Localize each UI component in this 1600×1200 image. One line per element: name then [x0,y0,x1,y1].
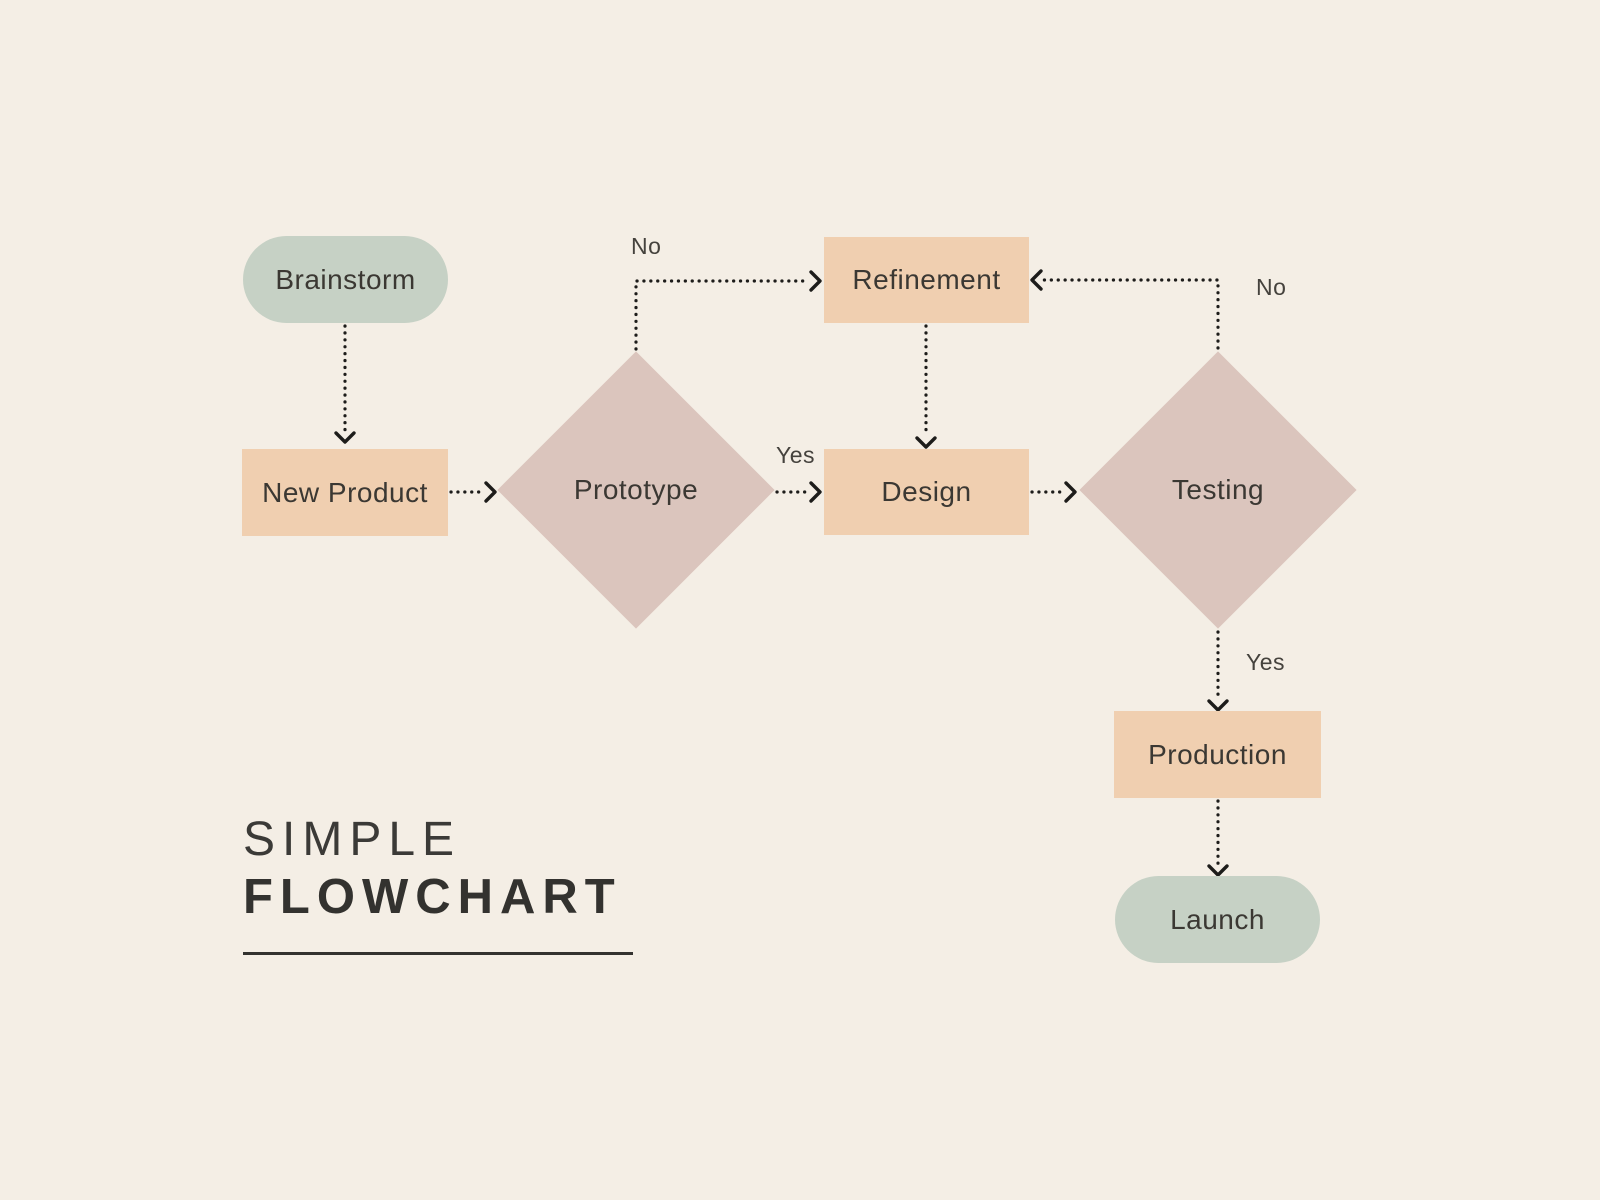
arrowhead-down-design [915,436,937,449]
title-line2: FLOWCHART [243,869,622,924]
edge-label-testing-no: No [1256,274,1287,300]
arrowhead-right-testing [1064,481,1077,503]
edge-testing-to-refinement [1042,278,1220,350]
node-production-label: Production [1148,738,1287,770]
node-testing-label: Testing [1171,474,1265,505]
title-block: SIMPLE FLOWCHART [243,812,633,956]
arrowhead-right-prototype [484,481,497,503]
edge-label-prototype-yes: Yes [776,442,816,468]
node-launch-label: Launch [1170,903,1265,935]
node-prototype-label: Prototype [573,474,699,505]
node-launch: Launch [1115,876,1320,963]
node-new-product: New Product [242,449,448,536]
node-brainstorm: Brainstorm [243,236,448,323]
node-production: Production [1114,711,1321,798]
node-brainstorm-label: Brainstorm [275,263,416,295]
arrowhead-right-refinement [809,270,822,292]
arrowhead-right-design [809,481,822,503]
edge-label-testing-yes: Yes [1246,649,1286,675]
node-refinement: Refinement [824,237,1029,323]
title-line1: SIMPLE [243,813,462,866]
edge-prototype-to-refinement [634,279,810,351]
arrowhead-down-production [1207,699,1229,712]
arrowhead-down-new-product [334,431,356,444]
title-underline [243,952,633,956]
node-design: Design [824,449,1029,535]
edge-label-prototype-no: No [631,233,662,259]
arrowhead-down-launch [1207,864,1229,877]
node-refinement-label: Refinement [852,264,1001,295]
node-new-product-label: New Product [262,476,428,508]
node-design-label: Design [881,476,972,507]
arrowhead-left-refinement [1030,269,1043,291]
